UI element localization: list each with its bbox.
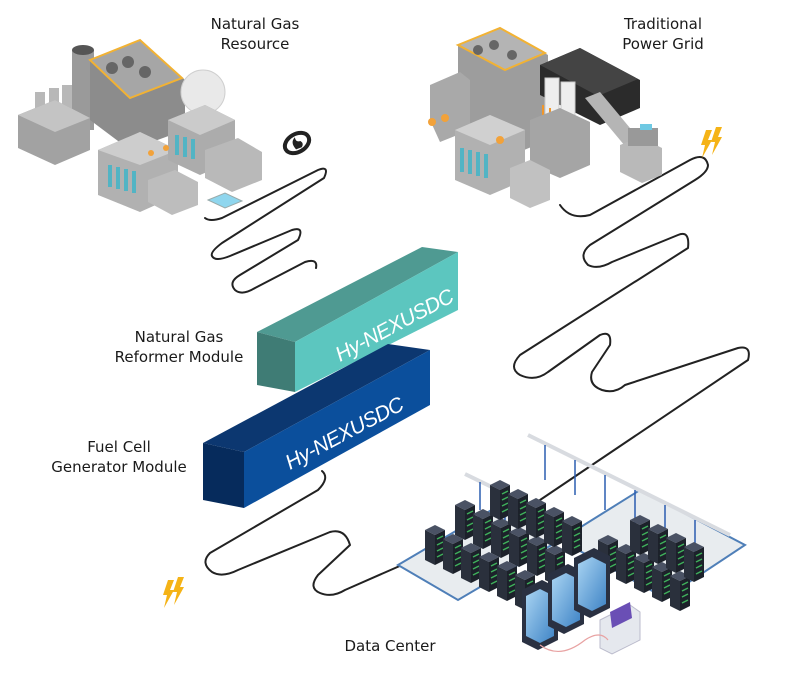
label-line: Natural Gas <box>134 328 224 346</box>
reformer-module-label: Natural Gas Reformer Module <box>104 327 254 367</box>
server-rack <box>461 543 481 583</box>
server-rack <box>648 524 668 564</box>
label-line: Resource <box>220 35 290 53</box>
natural-gas-plant-illustration <box>18 38 262 215</box>
server-rack <box>684 542 704 582</box>
server-rack <box>630 515 650 555</box>
label-line: Natural Gas <box>210 15 300 33</box>
server-rack <box>473 509 493 549</box>
gas-pipe <box>204 167 327 294</box>
data-center-illustration <box>396 433 747 655</box>
lightning-bolts-icon <box>701 127 722 158</box>
server-rack <box>652 562 672 602</box>
fuel-cell-module-label: Fuel Cell Generator Module <box>44 437 194 477</box>
label-line: Traditional <box>623 15 703 33</box>
glass-cabinets <box>522 548 610 650</box>
server-rack <box>491 518 511 558</box>
server-rack <box>666 533 686 573</box>
server-rack <box>670 571 690 611</box>
server-rack <box>562 516 582 556</box>
fuelcell-pipe <box>204 470 403 596</box>
server-rack <box>490 480 510 520</box>
server-rack <box>544 507 564 547</box>
lightning-bolts-icon <box>163 577 184 608</box>
server-rack <box>526 498 546 538</box>
label-line: Fuel Cell <box>87 438 151 456</box>
natural-gas-resource-label: Natural Gas Resource <box>190 14 320 54</box>
server-rack <box>634 553 654 593</box>
label-line: Generator Module <box>51 458 187 476</box>
server-rack <box>479 552 499 592</box>
server-rack <box>509 527 529 567</box>
grid-pipe <box>513 155 750 501</box>
label-line: Reformer Module <box>114 348 244 366</box>
server-rack <box>497 561 517 601</box>
label-line: Power Grid <box>622 35 704 53</box>
server-rack <box>527 536 547 576</box>
server-rack <box>425 525 445 565</box>
server-rack <box>443 534 463 574</box>
traditional-power-grid-label: Traditional Power Grid <box>598 14 728 54</box>
server-rack <box>508 489 528 529</box>
label-text: Data Center <box>344 637 436 655</box>
gas-flame-icon <box>282 130 312 156</box>
power-plant-illustration <box>428 26 662 208</box>
data-center-label: Data Center <box>330 636 450 656</box>
server-rack <box>455 500 475 540</box>
